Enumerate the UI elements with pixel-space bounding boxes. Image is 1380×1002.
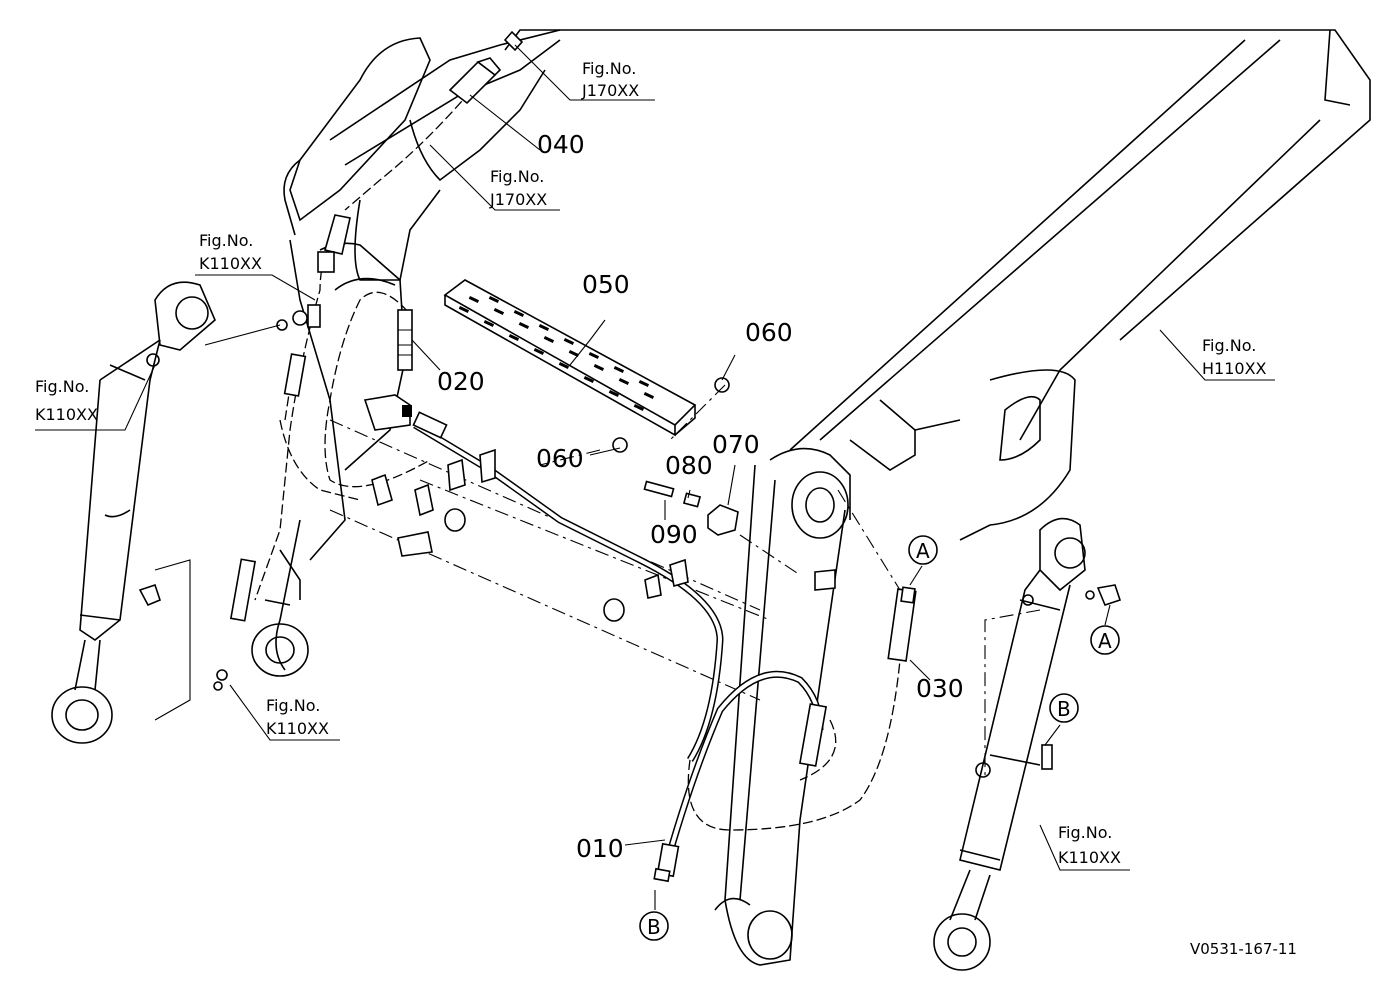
cross-tube [329,419,771,701]
fig-ref-k110-left-upper: K110XX [199,254,262,273]
fig-label-h110: Fig.No. [1202,336,1256,355]
label-060-upper: 060 [745,318,793,347]
fig-label-j170-top: Fig.No. [582,59,636,78]
hoses [254,79,901,871]
label-030: 030 [916,674,964,703]
figure-references: Fig.No. J170XX Fig.No. J170XX Fig.No. K1… [35,59,1267,867]
connector-b-bottom-circle [639,911,669,941]
fig-label-k110-left-upper: Fig.No. [199,231,253,250]
label-090: 090 [650,520,698,549]
fig-label-k110-lower: Fig.No. [266,696,320,715]
fig-ref-k110-left: K110XX [35,405,98,424]
connector-a-right: A [1098,629,1112,653]
fig-label-k110-left: Fig.No. [35,377,89,396]
step-plate [443,279,697,437]
fig-label-k110-right: Fig.No. [1058,823,1112,842]
fig-label-j170-mid: Fig.No. [490,167,544,186]
label-080: 080 [665,451,713,480]
fig-ref-j170-top: J170XX [581,81,639,100]
connector-a-top-circle [908,535,938,565]
connector-b-bottom: B [647,915,661,939]
right-cylinder [933,517,1086,971]
label-070: 070 [712,430,760,459]
upper-left-arm [251,29,561,677]
label-020: 020 [437,367,485,396]
label-060-lower: 060 [536,444,584,473]
label-050: 050 [582,270,630,299]
left-cylinder [51,281,216,744]
boom-frame [504,29,1371,966]
fittings [213,30,1122,883]
fig-ref-j170-mid: J170XX [489,190,547,209]
part-labels: 010 020 030 040 050 060 060 070 080 090 [437,130,964,863]
label-010: 010 [576,834,624,863]
fig-ref-k110-lower: K110XX [266,719,329,738]
connector-b-right: B [1057,697,1071,721]
connector-a-top: A [916,539,930,563]
drawing-code: V0531-167-11 [1190,940,1297,958]
leader-lines [35,44,1275,910]
label-040: 040 [537,130,585,159]
connector-a-right-circle [1090,625,1120,655]
fig-ref-h110: H110XX [1202,359,1267,378]
fig-ref-k110-right: K110XX [1058,848,1121,867]
connector-markers: A A B B [639,535,1120,941]
connector-b-right-circle [1049,693,1079,723]
